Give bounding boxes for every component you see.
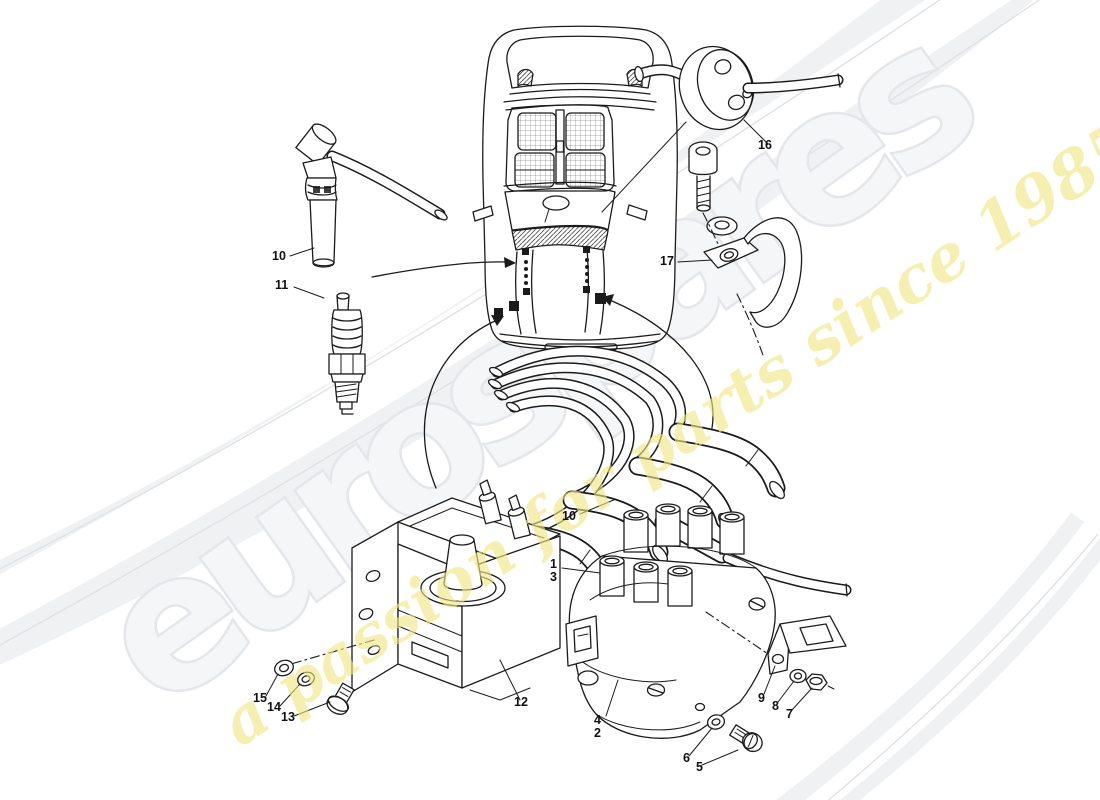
cap-towers-front: [599, 555, 693, 607]
callout-ht-lead-single: 10: [272, 249, 286, 263]
callout-coil-bolt: 13: [281, 710, 295, 724]
distributor: [565, 503, 776, 739]
callout-distributor: 1: [550, 557, 557, 571]
spark-plug: [328, 292, 366, 415]
callout-distributor-cap-alt: 2: [594, 726, 601, 740]
callout-leaders: [265, 119, 813, 766]
callout-clamp-plate: 9: [758, 691, 765, 705]
callout-distributor-cap: 4: [594, 713, 601, 727]
car-top-view: [472, 25, 678, 351]
mount-fixings: [706, 714, 763, 753]
callout-plain-washer: 15: [253, 691, 267, 705]
callout-clamp-washer: 8: [772, 699, 779, 713]
ht-lead-single: [295, 123, 448, 268]
callout-clamp-nut: 7: [786, 707, 793, 721]
callout-grommet: 16: [758, 138, 772, 152]
callout-spark-plug: 11: [275, 278, 289, 292]
callout-distributor-alt: 3: [550, 570, 557, 584]
coil-fixings: [274, 639, 375, 715]
cap-towers: [623, 503, 745, 555]
clamp-kit: [705, 611, 847, 691]
callout-mount-bolt: 5: [696, 760, 703, 774]
bracket-bolt-kit: [688, 141, 803, 359]
callout-mount-washer: 6: [683, 751, 690, 765]
callout-bracket-bolt-kit: 17: [660, 254, 674, 268]
ignition-coil: [351, 479, 561, 701]
plug-location-markers: [494, 246, 606, 317]
callout-lock-washer: 14: [267, 700, 281, 714]
grommet: [634, 45, 844, 131]
reference-arrows: [371, 121, 714, 489]
callout-ignition-coil: 12: [514, 695, 528, 709]
callout-ht-lead-set: 10: [562, 509, 576, 523]
